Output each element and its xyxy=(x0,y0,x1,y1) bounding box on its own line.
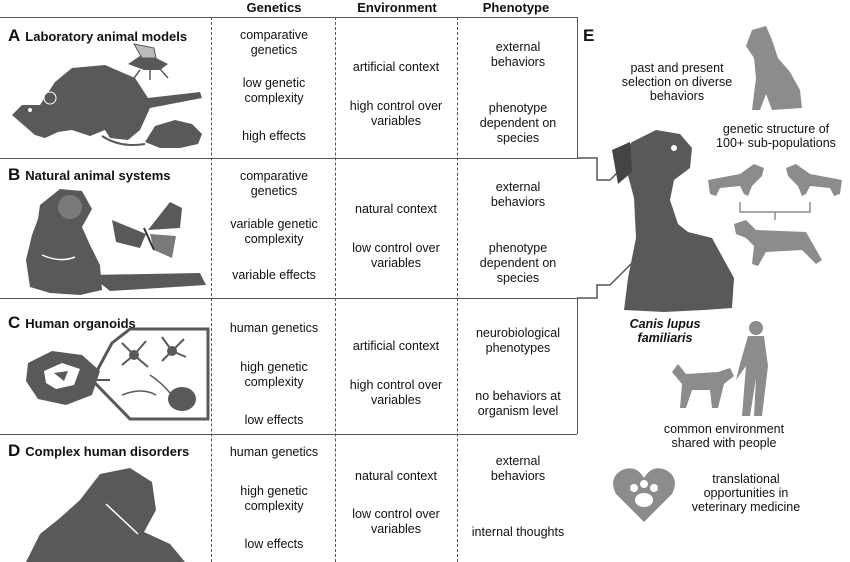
table-right-border-c xyxy=(577,298,578,434)
heart-paw-icon xyxy=(613,468,675,522)
column-divider-1 xyxy=(211,17,212,562)
panel-e-veterinary: translational opportunities in veterinar… xyxy=(691,472,801,514)
wolf-silhouette xyxy=(746,26,802,110)
fly-silhouette xyxy=(128,43,169,80)
organoid-illustration xyxy=(26,327,210,421)
row-d-title-text: Complex human disorders xyxy=(25,444,190,459)
row-b-title-text: Natural animal systems xyxy=(25,168,171,183)
row-a-environment-2: high control over variables xyxy=(349,99,443,128)
row-a-title-text: Laboratory animal models xyxy=(25,29,188,44)
column-divider-3 xyxy=(457,17,458,562)
row-b-genetics-2: variable genetic complexity xyxy=(230,217,318,246)
row-a-genetics-2: low genetic complexity xyxy=(242,76,306,105)
panel-e-selection: past and present selection on diverse be… xyxy=(621,61,733,103)
panel-e-structure: genetic structure of 100+ sub-population… xyxy=(716,122,836,150)
row-b-phenotype-2: phenotype dependent on species xyxy=(479,241,557,285)
row-a-genetics-3: high effects xyxy=(242,129,306,143)
row-divider-cd xyxy=(0,434,577,435)
panel-e-species: Canis lupus familiaris xyxy=(629,317,701,345)
row-b-letter: B xyxy=(8,165,21,184)
row-divider-top xyxy=(0,17,577,18)
panel-e-letter: E xyxy=(583,26,595,45)
row-d-environment-2: low control over variables xyxy=(352,507,440,536)
row-a-phenotype-1: external behaviors xyxy=(490,40,546,69)
row-divider-ab xyxy=(0,158,577,159)
butterfly-silhouette xyxy=(112,202,182,258)
header-environment: Environment xyxy=(357,0,437,15)
row-d-letter: D xyxy=(8,441,21,460)
row-c-genetics-1: human genetics xyxy=(229,321,319,335)
table-right-border-a xyxy=(577,17,578,158)
row-d-genetics-3: low effects xyxy=(244,537,304,551)
header-phenotype: Phenotype xyxy=(482,0,550,15)
row-divider-bc xyxy=(0,298,577,299)
row-a-genetics-1: comparative genetics xyxy=(239,28,309,57)
row-d-phenotype-1: external behaviors xyxy=(490,454,546,483)
mouse-silhouette xyxy=(101,120,202,148)
row-c-title: C Human organoids xyxy=(8,313,136,333)
row-d-environment-1: natural context xyxy=(355,469,437,483)
row-a-environment-1: artificial context xyxy=(352,60,440,74)
row-c-letter: C xyxy=(8,313,21,332)
person-with-dog-silhouette xyxy=(672,321,768,416)
dog-silhouette xyxy=(612,130,734,312)
monkey-silhouette xyxy=(26,189,206,295)
row-c-environment-2: high control over variables xyxy=(349,378,443,407)
row-c-genetics-2: high genetic complexity xyxy=(240,360,308,389)
row-d-phenotype-2: internal thoughts xyxy=(471,525,565,539)
row-c-title-text: Human organoids xyxy=(25,316,136,331)
row-a-title: A Laboratory animal models xyxy=(8,26,187,46)
row-d-title: D Complex human disorders xyxy=(8,441,189,461)
row-c-phenotype-1: neurobiological phenotypes xyxy=(475,326,561,355)
distressed-person-silhouette xyxy=(26,468,185,562)
row-b-phenotype-1: external behaviors xyxy=(490,180,546,209)
row-c-environment-1: artificial context xyxy=(352,339,440,353)
row-c-genetics-3: low effects xyxy=(244,413,304,427)
rat-silhouette xyxy=(12,65,202,140)
row-a-phenotype-2: phenotype dependent on species xyxy=(479,101,557,145)
row-c-phenotype-2: no behaviors at organism level xyxy=(475,389,561,418)
row-b-genetics-1: comparative genetics xyxy=(239,169,309,198)
row-b-genetics-3: variable effects xyxy=(232,268,316,282)
row-a-letter: A xyxy=(8,26,21,45)
row-d-genetics-2: high genetic complexity xyxy=(240,484,308,513)
row-b-environment-2: low control over variables xyxy=(352,241,440,270)
row-d-genetics-1: human genetics xyxy=(229,445,319,459)
row-b-title: B Natural animal systems xyxy=(8,165,171,185)
header-genetics: Genetics xyxy=(246,0,302,15)
dachshund-pair-silhouette xyxy=(708,164,842,266)
panel-e-environment: common environment shared with people xyxy=(663,422,785,450)
column-divider-2 xyxy=(335,17,336,562)
row-b-environment-1: natural context xyxy=(355,202,437,216)
